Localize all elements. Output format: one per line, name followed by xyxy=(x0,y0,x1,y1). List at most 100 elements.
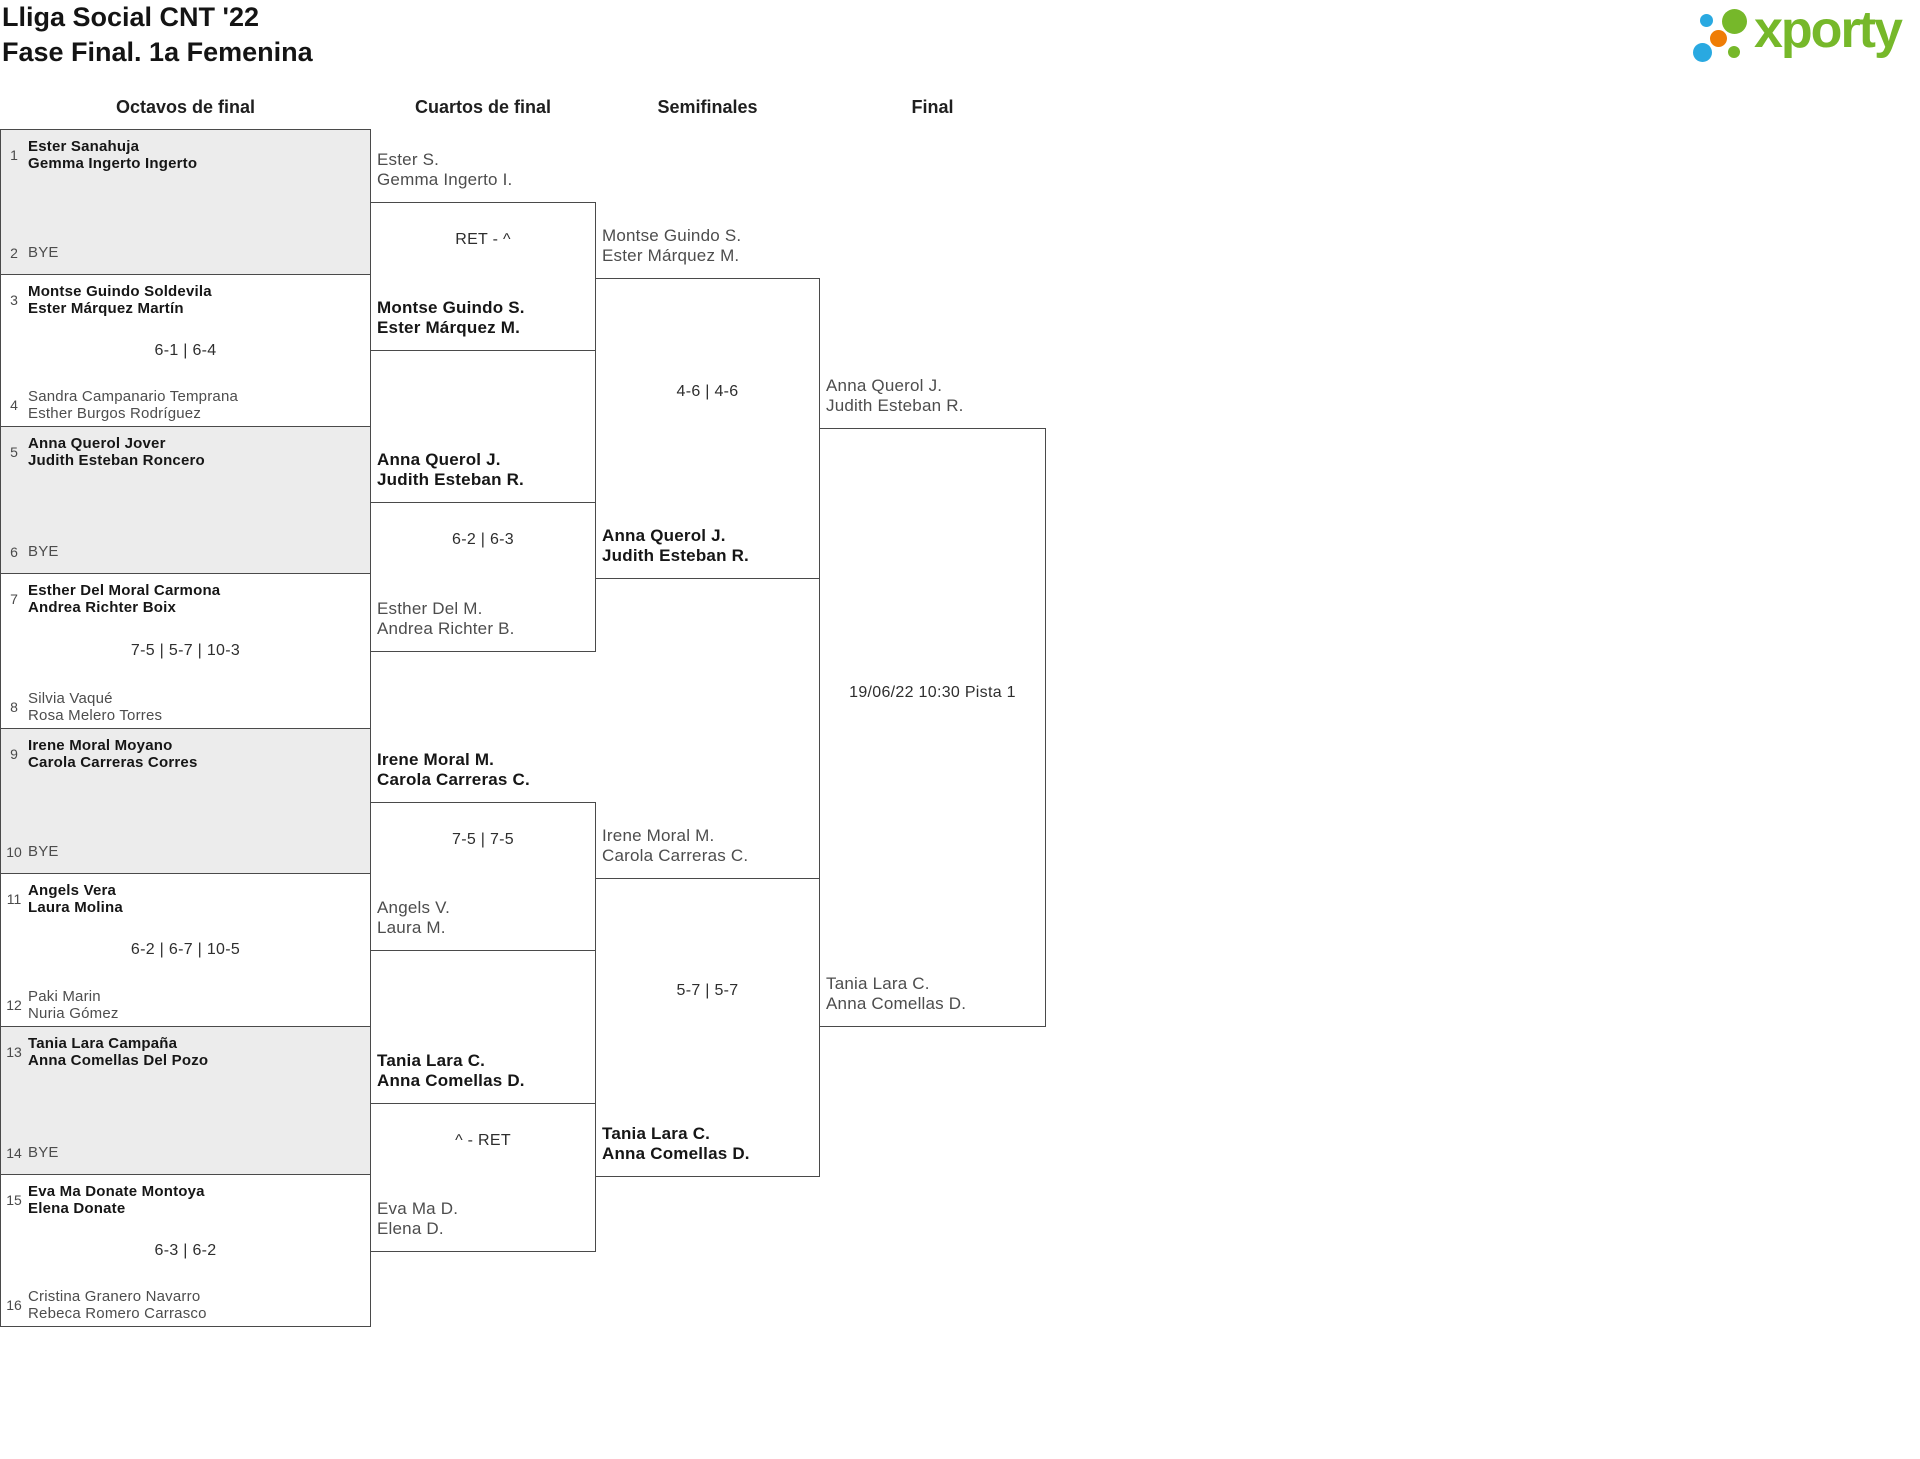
team-slot: 6 BYE xyxy=(6,543,362,560)
player-name: Andrea Richter B. xyxy=(377,619,515,638)
team-name: Paki Marin Nuria Gómez xyxy=(28,988,119,1022)
team-name: Ester S. Gemma Ingerto I. xyxy=(377,150,512,190)
player-name: Judith Esteban R. xyxy=(602,546,749,565)
logo-dot-blue-medium xyxy=(1693,43,1712,62)
player-name: Ester Márquez M. xyxy=(602,246,740,265)
player-name: Esther Del Moral Carmona xyxy=(28,582,221,599)
player-name: Anna Querol J. xyxy=(602,526,726,545)
player-name: Silvia Vaqué xyxy=(28,690,113,707)
match-box-cuartos-4 xyxy=(370,1103,596,1252)
seed-number: 3 xyxy=(10,292,18,308)
player-name: Carola Carreras Corres xyxy=(28,754,198,771)
xporty-logo[interactable]: xporty xyxy=(1690,0,1920,75)
team-name: Anna Querol Jover Judith Esteban Roncero xyxy=(28,435,205,469)
player-name: Anna Querol J. xyxy=(377,450,501,469)
player-name: BYE xyxy=(28,843,59,860)
match-score: 6-2 | 6-7 | 10-5 xyxy=(130,941,241,958)
team-name: BYE xyxy=(28,843,59,860)
team-name: Eva Ma D. Elena D. xyxy=(377,1199,458,1239)
seed-number: 12 xyxy=(6,997,22,1013)
final-schedule: 19/06/22 10:30 Pista 1 xyxy=(849,684,1016,701)
seed-number: 6 xyxy=(10,543,18,560)
player-name: Montse Guindo S. xyxy=(602,226,742,245)
team-name: BYE xyxy=(28,543,59,560)
player-name: Anna Comellas D. xyxy=(602,1144,750,1163)
player-name: Judith Esteban R. xyxy=(377,470,524,489)
team-name: Montse Guindo S. Ester Márquez M. xyxy=(602,226,741,266)
player-name: Judith Esteban Roncero xyxy=(28,452,205,469)
team-slot: 8 Silvia Vaqué Rosa Melero Torres xyxy=(6,690,362,724)
team-slot: 9 Irene Moral Moyano Carola Carreras Cor… xyxy=(6,737,362,771)
team-slot: 11 Angels Vera Laura Molina xyxy=(6,882,362,916)
player-name: Tania Lara C. xyxy=(826,974,930,993)
seed-number: 16 xyxy=(6,1297,22,1313)
match-box-final xyxy=(819,428,1046,1027)
team-name: Cristina Granero Navarro Rebeca Romero C… xyxy=(28,1288,207,1322)
team-slot: 10 BYE xyxy=(6,843,362,860)
match-box-cuartos-3 xyxy=(370,802,596,951)
team-name: Irene Moral M. Carola Carreras C. xyxy=(377,750,530,790)
player-name: Angels Vera xyxy=(28,882,117,899)
tournament-title-line2: Fase Final. 1a Femenina xyxy=(2,37,313,67)
team-name: Anna Querol J. Judith Esteban R. xyxy=(602,526,749,566)
player-name: Montse Guindo Soldevila xyxy=(28,283,212,300)
team-slot: 5 Anna Querol Jover Judith Esteban Ronce… xyxy=(6,435,362,469)
player-name: Ester Márquez Martín xyxy=(28,300,184,317)
team-slot: 14 BYE xyxy=(6,1144,362,1161)
team-name: Irene Moral Moyano Carola Carreras Corre… xyxy=(28,737,198,771)
player-name: Tania Lara C. xyxy=(377,1051,486,1070)
team-name: Anna Querol J. Judith Esteban R. xyxy=(377,450,524,490)
team-name: Tania Lara C. Anna Comellas D. xyxy=(826,974,966,1014)
match-box-octavos-6: 11 Angels Vera Laura Molina 6-2 | 6-7 | … xyxy=(0,873,371,1027)
team-name: Esther Del Moral Carmona Andrea Richter … xyxy=(28,582,220,616)
team-name: Sandra Campanario Temprana Esther Burgos… xyxy=(28,388,238,422)
round-header-cuartos: Cuartos de final xyxy=(414,97,552,117)
logo-wordmark: xporty xyxy=(1754,1,1903,59)
player-name: Anna Querol Jover xyxy=(28,435,166,452)
match-box-octavos-3: 5 Anna Querol Jover Judith Esteban Ronce… xyxy=(0,426,371,574)
seed-number: 4 xyxy=(10,397,18,413)
team-slot: 7 Esther Del Moral Carmona Andrea Richte… xyxy=(6,582,362,616)
player-name: Andrea Richter Boix xyxy=(28,599,176,616)
player-name: Gemma Ingerto I. xyxy=(377,170,513,189)
logo-dot-blue-small xyxy=(1700,14,1713,27)
player-name: Montse Guindo S. xyxy=(377,298,525,317)
player-name: Anna Comellas Del Pozo xyxy=(28,1052,209,1069)
seed-number: 15 xyxy=(6,1192,22,1208)
player-name: Irene Moral M. xyxy=(377,750,495,769)
seed-number: 14 xyxy=(6,1144,22,1161)
team-slot: 16 Cristina Granero Navarro Rebeca Romer… xyxy=(6,1288,362,1322)
match-box-octavos-2: 3 Montse Guindo Soldevila Ester Márquez … xyxy=(0,274,371,427)
player-name: Ester S. xyxy=(377,150,440,169)
player-name: BYE xyxy=(28,543,59,560)
team-name: Esther Del M. Andrea Richter B. xyxy=(377,599,515,639)
player-name: BYE xyxy=(28,244,59,261)
match-box-semifinal-1 xyxy=(595,278,820,579)
team-name: Silvia Vaqué Rosa Melero Torres xyxy=(28,690,162,724)
player-name: Rebeca Romero Carrasco xyxy=(28,1305,207,1322)
player-name: Rosa Melero Torres xyxy=(28,707,163,724)
match-score: 7-5 | 7-5 xyxy=(452,831,514,848)
player-name: Irene Moral M. xyxy=(602,826,715,845)
match-score: 6-1 | 6-4 xyxy=(154,341,217,359)
round-header-semis: Semifinales xyxy=(657,97,758,117)
player-name: Esther Del M. xyxy=(377,599,483,618)
player-name: Anna Querol J. xyxy=(826,376,943,395)
team-slot: 12 Paki Marin Nuria Gómez xyxy=(6,988,362,1022)
seed-number: 8 xyxy=(10,699,18,715)
round-header-octavos: Octavos de final xyxy=(115,97,256,117)
seed-number: 7 xyxy=(10,591,18,607)
seed-number: 2 xyxy=(10,244,18,261)
team-slot: 2 BYE xyxy=(6,244,362,261)
match-score: 5-7 | 5-7 xyxy=(676,982,739,999)
player-name: Laura M. xyxy=(377,918,446,937)
match-box-octavos-4: 7 Esther Del Moral Carmona Andrea Richte… xyxy=(0,573,371,729)
team-name: Tania Lara C. Anna Comellas D. xyxy=(602,1124,750,1164)
logo-dot-orange xyxy=(1710,30,1727,47)
team-slot: 13 Tania Lara Campaña Anna Comellas Del … xyxy=(6,1035,362,1069)
player-name: Elena Donate xyxy=(28,1200,126,1217)
team-name: Angels V. Laura M. xyxy=(377,898,450,938)
match-box-octavos-1: 1 Ester Sanahuja Gemma Ingerto Ingerto 2… xyxy=(0,129,371,275)
team-slot: 4 Sandra Campanario Temprana Esther Burg… xyxy=(6,388,362,422)
